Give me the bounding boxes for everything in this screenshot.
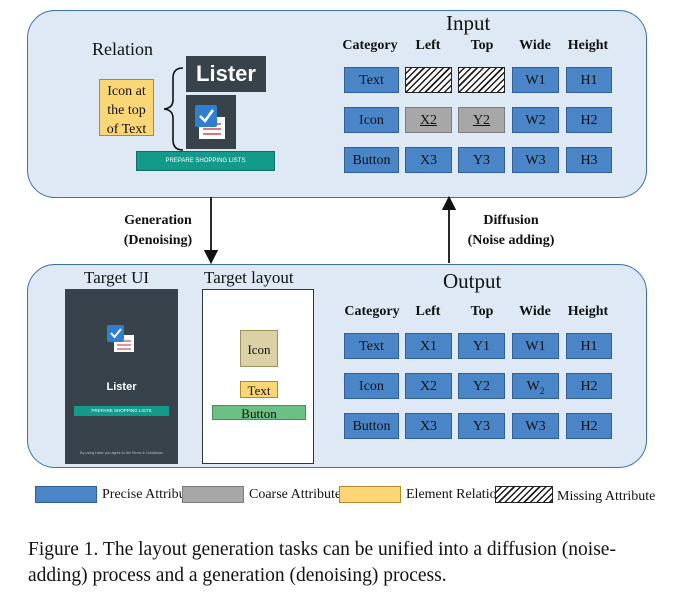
input-cell-category: Text [344, 67, 399, 93]
relation-brace [163, 67, 184, 151]
diffusion-label-line-2: (Noise adding) [467, 233, 555, 248]
shopping-list-icon [107, 325, 134, 352]
input-header-top: Top [470, 38, 494, 53]
output-cell-top: Y1 [458, 333, 505, 359]
output-header-height: Height [567, 304, 609, 319]
output-cell-wide: W1 [512, 333, 559, 359]
output-cell-category: Button [344, 413, 399, 439]
output-title: Output [443, 269, 502, 293]
diffusion-label: Diffusion (Noise adding) [453, 211, 569, 251]
legend-coarse-label: Coarse Attribute [249, 487, 342, 502]
input-header-height: Height [567, 38, 609, 53]
input-cell-left-missing [405, 67, 452, 93]
generation-label-line-1: Generation [124, 213, 192, 228]
generation-label: Generation (Denoising) [110, 211, 206, 251]
output-cell-top: Y2 [458, 373, 505, 399]
lister-text-element: Lister [186, 56, 266, 92]
output-cell-category: Icon [344, 373, 399, 399]
output-cell-left: X1 [405, 333, 452, 359]
legend-missing-swatch [495, 486, 553, 503]
relation-line-3: of Text [106, 122, 147, 137]
input-title: Input [446, 11, 491, 35]
output-cell-left: X2 [405, 373, 452, 399]
layout-icon-box: Icon [240, 330, 278, 367]
input-cell-wide: W3 [512, 147, 559, 173]
app-terms-text: By using Lister you agree to the Terms &… [80, 451, 163, 455]
output-cell-wide-subscript: 2 [539, 385, 545, 396]
generation-label-line-2: (Denoising) [123, 233, 193, 248]
target-layout-label: Target layout [204, 268, 294, 287]
output-cell-left: X3 [405, 413, 452, 439]
target-ui-screen: Lister PREPARE SHOPPING LISTS By using L… [65, 289, 178, 464]
app-title: Lister [106, 381, 137, 393]
relation-line-1: Icon at [107, 84, 146, 99]
input-cell-wide: W2 [512, 107, 559, 133]
output-cell-height: H2 [566, 413, 612, 439]
legend-precise-label: Precise Attribute [102, 487, 196, 502]
layout-text-box: Text [240, 381, 278, 398]
input-cell-category: Icon [344, 107, 399, 133]
output-cell-height: H2 [566, 373, 612, 399]
relation-line-2: the top [107, 103, 146, 118]
process-arrows [203, 195, 457, 265]
legend-missing-label: Missing Attribute [557, 489, 656, 504]
legend-coarse-swatch [182, 486, 244, 503]
output-cell-top: Y3 [458, 413, 505, 439]
input-cell-top-missing [458, 67, 505, 93]
input-cell-left: X3 [405, 147, 452, 173]
input-header-wide: Wide [519, 38, 551, 53]
input-cell-wide: W1 [512, 67, 559, 93]
output-header-left: Left [415, 304, 441, 319]
prepare-button-element: PREPARE SHOPPING LISTS [136, 151, 275, 171]
input-cell-top: Y3 [458, 147, 505, 173]
diffusion-label-line-1: Diffusion [483, 213, 539, 228]
output-cell-wide: W3 [512, 413, 559, 439]
input-header-left: Left [415, 38, 441, 53]
input-cell-height: H2 [566, 107, 612, 133]
target-layout-canvas: Icon Text Button [202, 289, 314, 464]
legend-precise-swatch [35, 486, 97, 503]
output-cell-wide-base: W [526, 379, 540, 394]
output-cell-height: H1 [566, 333, 612, 359]
shopping-list-icon [195, 105, 225, 139]
output-cell-category: Text [344, 333, 399, 359]
legend-relation-swatch [339, 486, 401, 503]
app-icon-element [186, 95, 236, 149]
target-ui-label: Target UI [84, 268, 150, 287]
relation-box: Icon at the top of Text [99, 79, 154, 137]
app-prepare-button[interactable]: PREPARE SHOPPING LISTS [74, 406, 169, 416]
legend-relation-label: Element Relation [406, 487, 504, 502]
relation-label: Relation [92, 39, 153, 59]
output-header-wide: Wide [519, 304, 551, 319]
input-cell-left-coarse: X2 [405, 107, 452, 133]
input-header-category: Category [342, 38, 398, 53]
input-cell-category: Button [344, 147, 399, 173]
output-header-top: Top [470, 304, 494, 319]
output-cell-wide: W2 [512, 373, 559, 399]
output-header-category: Category [344, 304, 400, 319]
layout-button-box: Button [212, 405, 306, 421]
input-cell-height: H3 [566, 147, 612, 173]
input-cell-height: H1 [566, 67, 612, 93]
figure-caption: Figure 1. The layout generation tasks ca… [28, 539, 616, 586]
input-cell-top-coarse: Y2 [458, 107, 505, 133]
